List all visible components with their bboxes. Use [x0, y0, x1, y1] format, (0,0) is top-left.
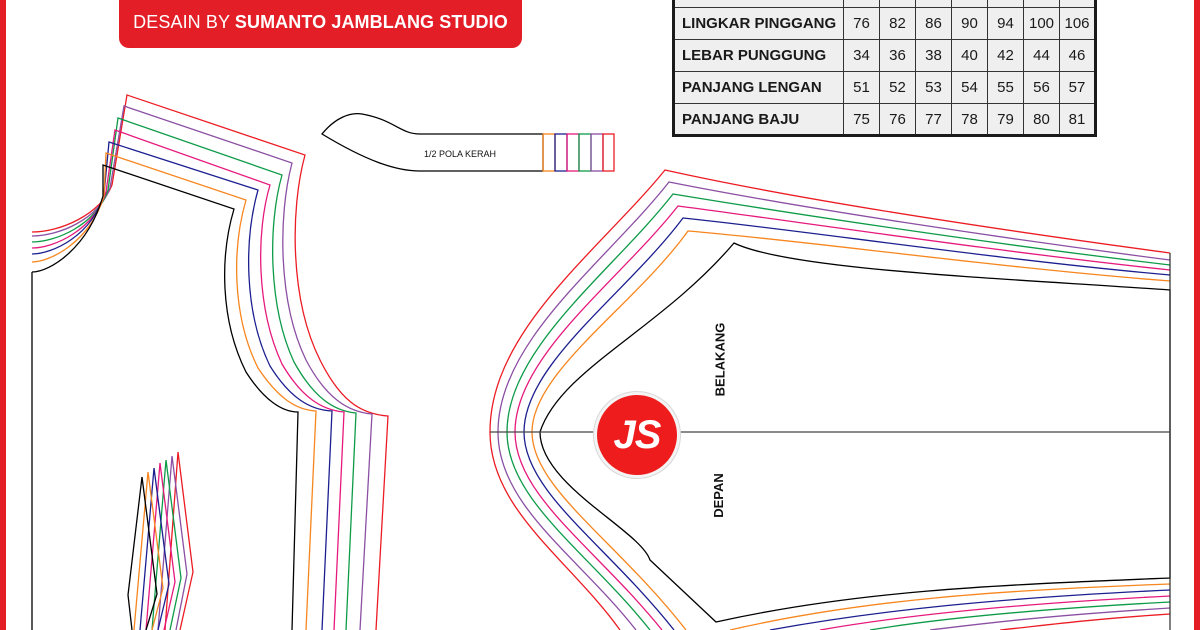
bodice-pattern-piece: [31, 94, 389, 630]
cell: 75: [843, 103, 880, 136]
collar-label: 1/2 POLA KERAH: [424, 149, 497, 159]
cell: 46: [1059, 39, 1096, 72]
cell: 40: [951, 39, 988, 72]
cell: 51: [843, 71, 880, 104]
table-row: LINGKAR PINGGANG 76 82 86 90 94 100 106: [673, 7, 1096, 40]
cell: 106: [1059, 7, 1096, 40]
logo-badge: JS: [597, 395, 677, 475]
js-studio-logo: JS: [593, 391, 681, 479]
cell: 82: [879, 7, 916, 40]
cell: 94: [987, 7, 1024, 40]
banner-studio-name: SUMANTO JAMBLANG STUDIO: [234, 12, 508, 32]
row-label: PANJANG LENGAN: [673, 71, 844, 104]
cell: 38: [915, 39, 952, 72]
cell: 36: [879, 39, 916, 72]
sleeve-back-label: BELAKANG: [712, 322, 728, 397]
cell: 52: [879, 71, 916, 104]
row-label: LINGKAR PINGGANG: [673, 7, 844, 40]
size-chart-table: LINGKAR PINGGANG 76 82 86 90 94 100 106 …: [672, 0, 1097, 137]
cell: 53: [915, 71, 952, 104]
row-label: LEBAR PUNGGUNG: [673, 39, 844, 72]
designer-banner: DESAIN BY SUMANTO JAMBLANG STUDIO: [119, 0, 522, 48]
cell: 80: [1023, 103, 1060, 136]
cell: 100: [1023, 7, 1060, 40]
cell: 57: [1059, 71, 1096, 104]
cell: 81: [1059, 103, 1096, 136]
cell: 86: [915, 7, 952, 40]
collar-pattern-piece: [321, 112, 615, 172]
table-row-cut-off: [673, 0, 1096, 8]
dart-markings: [127, 451, 194, 630]
sleeve-front-label: DEPAN: [710, 473, 726, 518]
cell: 79: [987, 103, 1024, 136]
banner-prefix: DESAIN BY: [133, 12, 230, 32]
cell: 76: [843, 7, 880, 40]
frame-border-right: [1194, 0, 1200, 630]
cell: 76: [879, 103, 916, 136]
table-row: LEBAR PUNGGUNG 34 36 38 40 42 44 46: [673, 39, 1096, 72]
frame-border-left: [0, 0, 6, 630]
cell: 34: [843, 39, 880, 72]
table-row: PANJANG BAJU 75 76 77 78 79 80 81: [673, 103, 1096, 136]
cell: 90: [951, 7, 988, 40]
row-label: PANJANG BAJU: [673, 103, 844, 136]
sleeve-pattern-piece: [489, 169, 1171, 630]
